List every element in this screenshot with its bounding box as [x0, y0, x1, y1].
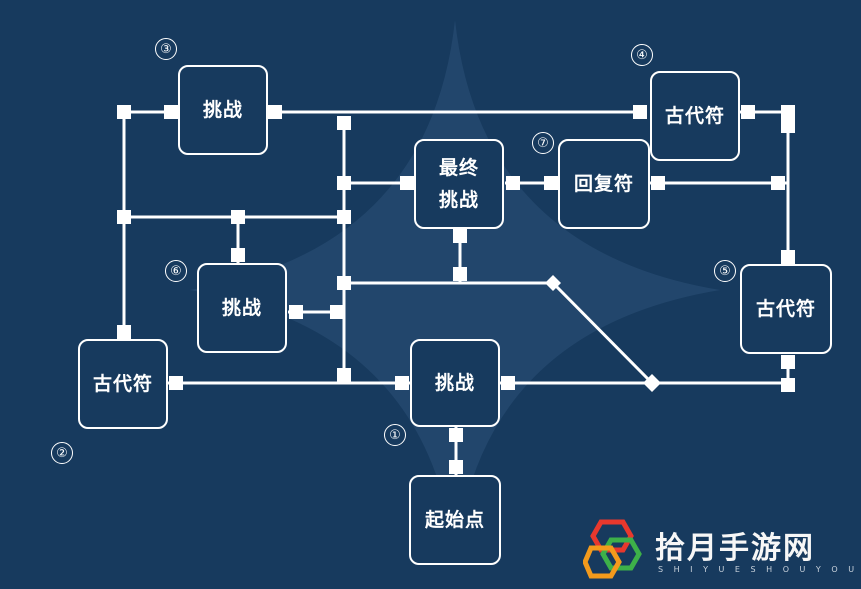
marker-3: ③	[155, 38, 177, 60]
node-restore-rune-7[interactable]: 回复符	[558, 139, 650, 229]
watermark-title: 拾月手游网	[655, 531, 815, 566]
node-ancient-rune-4[interactable]: 古代符	[650, 71, 740, 161]
marker-7: ⑦	[532, 132, 554, 154]
node-challenge-1[interactable]: 挑战	[410, 339, 500, 427]
marker-4: ④	[631, 44, 653, 66]
node-start-point[interactable]: 起始点	[409, 475, 501, 565]
node-challenge-6[interactable]: 挑战	[197, 263, 287, 353]
watermark-logo-icon	[582, 518, 647, 582]
marker-2: ②	[51, 442, 73, 464]
marker-5: ⑤	[714, 260, 736, 282]
marker-6: ⑥	[165, 260, 187, 282]
node-ancient-rune-5[interactable]: 古代符	[740, 264, 832, 354]
marker-1: ①	[384, 424, 406, 446]
node-challenge-3[interactable]: 挑战	[178, 65, 268, 155]
node-ancient-rune-2[interactable]: 古代符	[78, 339, 168, 429]
watermark-subtitle: S H I Y U E S H O U Y O U	[658, 565, 859, 574]
node-final-challenge[interactable]: 最终 挑战	[414, 139, 504, 229]
